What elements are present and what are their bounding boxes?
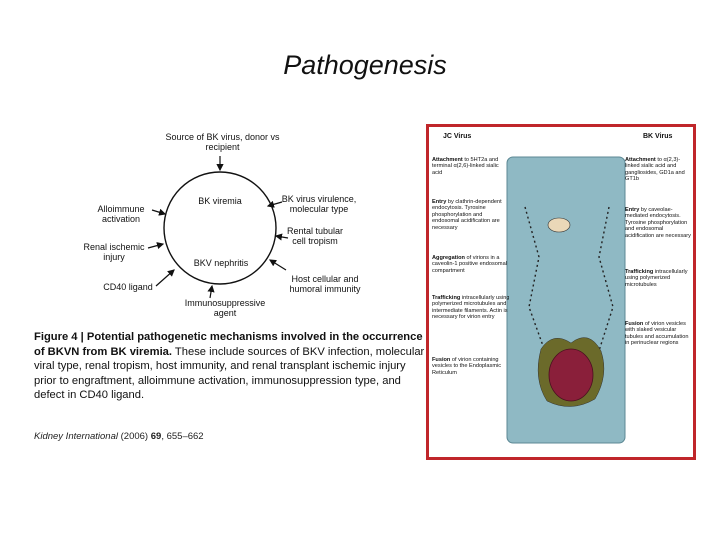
arrow-tropism (274, 233, 289, 241)
header-jc: JC Virus (443, 133, 472, 140)
citation-pages: , 655–662 (161, 431, 204, 442)
node-alloimmune: Alloimmune activation (97, 204, 145, 224)
node-virulence: BK virus virulence, molecular type (281, 194, 357, 214)
bk-step-entry: Entry by caveolae-mediated endocytosis. … (625, 207, 691, 239)
header-bk: BK Virus (643, 133, 673, 140)
microtubule-left (524, 206, 548, 358)
pathogenesis-cycle-figure: Source of BK virus, donor vs recipient B… (20, 118, 428, 458)
node-viremia: BK viremia (198, 196, 242, 206)
arrow-virulence (266, 200, 283, 208)
arrow-immuno (207, 284, 215, 299)
node-host: Host cellular and humoral immunity (289, 274, 361, 294)
arrow-host (268, 259, 287, 271)
arrow-ischemic (147, 242, 165, 250)
jc-step-fusion: Fusion of virion containing vesicles to … (432, 357, 502, 376)
node-nephritis: BKV nephritis (193, 258, 249, 268)
node-ischemic: Renal ischemic injury (83, 242, 145, 262)
bk-step-attachment: Attachment to α(2,3)-linked sialic acid … (625, 157, 685, 183)
endosome (547, 217, 571, 233)
caption-body: These include sources of BKV infection, … (34, 345, 425, 402)
jc-step-attachment: Attachment to 5HT2a and terminal α(2,6)-… (432, 157, 499, 176)
cell-illustration (506, 156, 626, 444)
jc-step-trafficking: Trafficking intracellularly using polyme… (432, 295, 510, 321)
cycle-circle (163, 171, 277, 285)
nucleus (548, 348, 594, 402)
node-cd40: CD40 ligand (103, 282, 153, 292)
node-tropism: Rental tubular cell tropism (286, 226, 344, 246)
microtubule-right (596, 206, 614, 358)
citation-volume: 69 (150, 431, 162, 442)
node-immuno: Immunosuppressive agent (184, 298, 266, 318)
cycle-diagram (147, 156, 289, 299)
figure-caption: Figure 4 | Potential pathogenetic mechan… (34, 330, 426, 403)
bk-step-fusion: Fusion of virion vesicles with slaked ve… (625, 321, 689, 347)
citation: Kidney International (2006) 69, 655–662 (34, 431, 204, 442)
citation-journal: Kidney International (34, 431, 118, 442)
arrow-alloimmune (151, 208, 167, 216)
node-source: Source of BK virus, donor vs recipient (165, 132, 280, 152)
bk-step-trafficking: Trafficking intracellularly using polyme… (625, 269, 688, 288)
virus-entry-figure: JC Virus BK Virus Attachment to 5HT2a an… (426, 124, 696, 460)
jc-step-aggregation: Aggregation of virions in a caveolin-1 p… (432, 255, 507, 274)
jc-step-entry: Entry by clathrin-dependent endocytosis.… (432, 199, 502, 231)
slide-title: Pathogenesis (283, 50, 447, 80)
arrow-cd40 (155, 269, 175, 287)
citation-year: (2006) (120, 431, 149, 442)
caption-heading: Figure 4 | Potential pathogenetic mechan… (34, 331, 423, 358)
